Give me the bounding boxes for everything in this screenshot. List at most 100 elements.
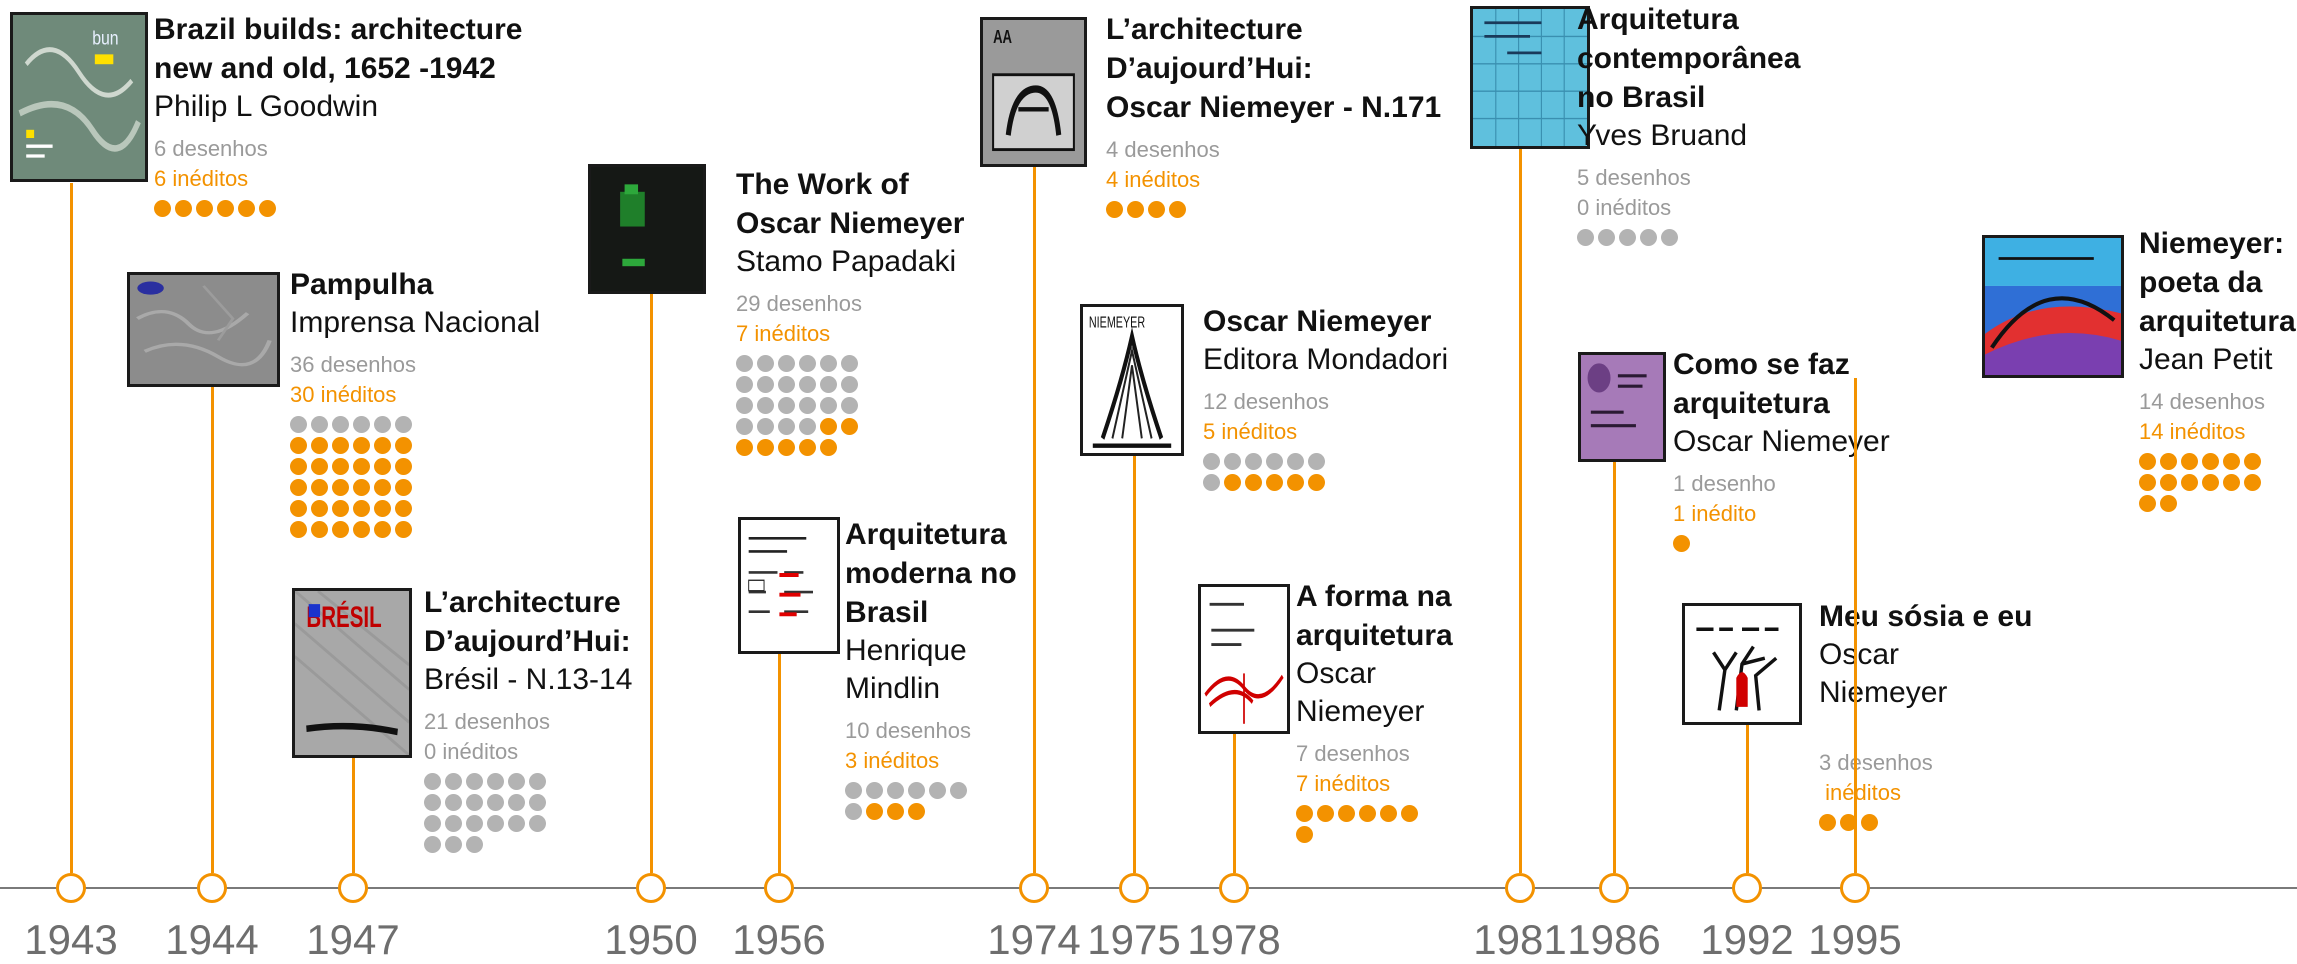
svg-text:bun: bun	[92, 27, 118, 49]
drawing-dot-grid	[2139, 453, 2296, 512]
book-author-line: Yves Bruand	[1577, 119, 1748, 152]
drawing-dot	[508, 794, 525, 811]
timeline-node	[636, 873, 666, 903]
timeline-node	[1119, 873, 1149, 903]
unpublished-drawing-dot	[866, 803, 883, 820]
year-label: 1978	[1187, 916, 1281, 963]
drawing-dot	[845, 803, 862, 820]
unpublished-count: 0 inéditos	[1577, 195, 1672, 220]
book-cover-image	[1198, 584, 1290, 734]
unpublished-count: 6 inéditos	[154, 166, 249, 191]
book-author: Imprensa Nacional	[290, 304, 540, 342]
unpublished-drawing-dot	[311, 437, 328, 454]
book-title-line: Oscar Niemeyer	[1203, 305, 1432, 338]
timeline-stem	[1233, 734, 1236, 873]
drawing-dot	[799, 376, 816, 393]
drawing-count: 3 desenhos	[1819, 750, 1933, 775]
timeline-stem	[1133, 456, 1136, 873]
timeline-stem	[650, 294, 653, 873]
drawing-dot	[736, 397, 753, 414]
book-cover-image: AA	[980, 17, 1087, 167]
book-title-line: moderna no	[845, 557, 1017, 590]
book-author-line: Brésil - N.13-14	[424, 663, 633, 696]
unpublished-drawing-dot	[2160, 474, 2177, 491]
drawing-dot-grid	[290, 416, 540, 538]
drawing-dot	[845, 782, 862, 799]
unpublished-drawing-dot	[1169, 201, 1186, 218]
drawing-dot	[1661, 229, 1678, 246]
drawing-dot-grid	[845, 782, 1017, 820]
drawing-dot	[1640, 229, 1657, 246]
unpublished-drawing-dot	[778, 439, 795, 456]
unpublished-drawing-dot	[311, 500, 328, 517]
timeline-node	[764, 873, 794, 903]
unpublished-drawing-dot	[332, 521, 349, 538]
unpublished-drawing-dot	[395, 437, 412, 454]
book-title-line: D’aujourd’Hui:	[1106, 52, 1313, 85]
unpublished-drawing-dot	[374, 479, 391, 496]
drawing-dot-grid	[1673, 535, 1890, 552]
drawing-count: 5 desenhos	[1577, 165, 1691, 190]
year-label: 1974	[987, 916, 1081, 963]
unpublished-drawing-dot	[332, 437, 349, 454]
drawing-dot	[353, 416, 370, 433]
unpublished-drawing-dot	[2160, 453, 2177, 470]
unpublished-drawing-dot	[332, 458, 349, 475]
book-cover-image	[738, 517, 840, 654]
drawing-dot	[841, 355, 858, 372]
drawing-dot	[820, 397, 837, 414]
unpublished-drawing-dot	[395, 458, 412, 475]
book-title-line: Arquitetura	[1577, 3, 1739, 36]
drawing-count: 14 desenhos	[2139, 389, 2265, 414]
unpublished-count: 30 inéditos	[290, 382, 397, 407]
unpublished-drawing-dot	[2202, 453, 2219, 470]
unpublished-count: 3 inéditos	[845, 748, 940, 773]
timeline-node	[197, 873, 227, 903]
book-author: Yves Bruand	[1577, 117, 1800, 155]
unpublished-drawing-dot	[1673, 535, 1690, 552]
book-title-line: L’architecture	[1106, 13, 1303, 46]
book-author-line: Niemeyer	[1296, 695, 1425, 728]
unpublished-count: 5 inéditos	[1203, 419, 1298, 444]
drawing-dot	[424, 773, 441, 790]
unpublished-drawing-dot	[2223, 453, 2240, 470]
book-title-line: contemporânea	[1577, 42, 1801, 75]
book-title-line: L’architecture	[424, 586, 621, 619]
unpublished-drawing-dot	[374, 521, 391, 538]
book-author-line: Henrique	[845, 634, 967, 667]
year-label: 1944	[165, 916, 259, 963]
unpublished-drawing-dot	[820, 418, 837, 435]
unpublished-count: 14 inéditos	[2139, 419, 2246, 444]
book-title-line: Pampulha	[290, 268, 434, 301]
drawing-count: 12 desenhos	[1203, 389, 1329, 414]
unpublished-drawing-dot	[395, 500, 412, 517]
unpublished-drawing-dot	[290, 500, 307, 517]
drawing-dot	[778, 397, 795, 414]
unpublished-drawing-dot	[1308, 474, 1325, 491]
drawing-dot	[529, 773, 546, 790]
unpublished-drawing-dot	[238, 200, 255, 217]
timeline-node	[1732, 873, 1762, 903]
year-label: 1981	[1473, 916, 1567, 963]
drawing-dot	[466, 794, 483, 811]
book-title-line: A forma na	[1296, 580, 1452, 613]
drawing-dot	[778, 418, 795, 435]
drawing-dot	[487, 815, 504, 832]
unpublished-drawing-dot	[1148, 201, 1165, 218]
unpublished-drawing-dot	[799, 439, 816, 456]
drawing-dot	[290, 416, 307, 433]
drawing-dot	[508, 773, 525, 790]
book-author: Editora Mondadori	[1203, 341, 1448, 379]
timeline-stem	[1033, 167, 1036, 873]
book-cover-image	[1470, 6, 1590, 149]
unpublished-count: 7 inéditos	[1296, 771, 1391, 796]
book-author: Stamo Papadaki	[736, 243, 965, 281]
